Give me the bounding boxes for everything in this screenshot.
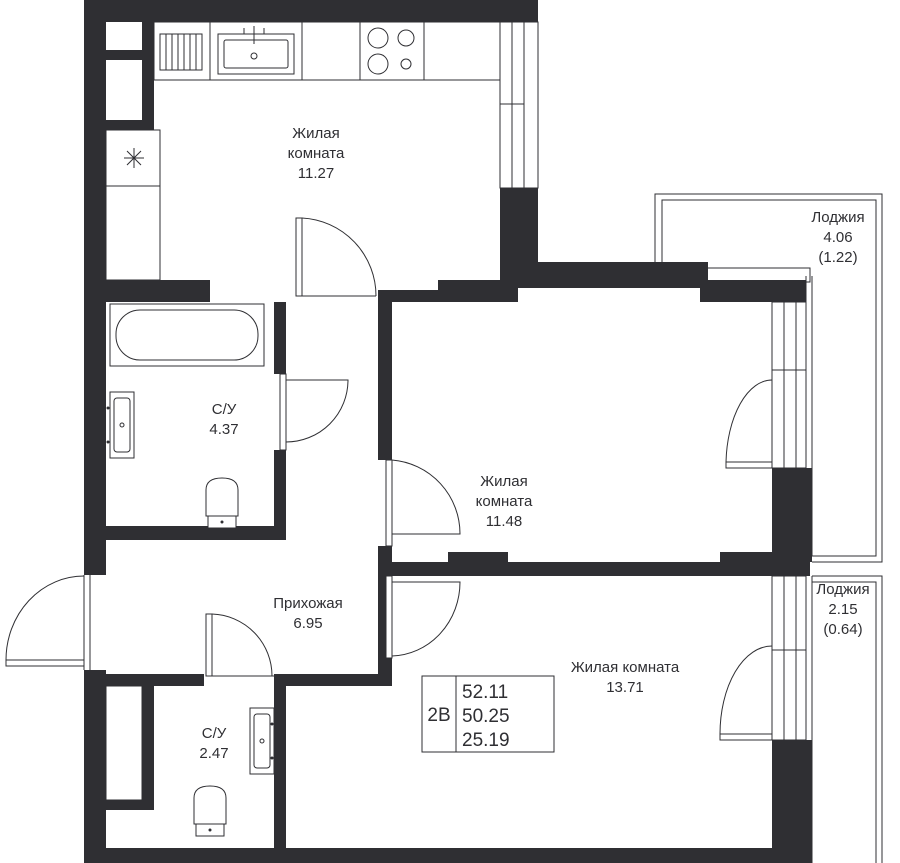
bathroom-sink-icon [106,391,135,459]
apartment-type: 2В [427,705,450,726]
svg-text:(1.22): (1.22) [818,249,857,266]
room-label-living1: Жилая комната 11.27 [288,125,345,182]
kitchen-sink-icon [217,26,295,75]
total-area: 52.11 [462,682,508,703]
door-living3 [385,575,461,659]
svg-text:комната: комната [288,145,345,162]
room-label-loggia2: Лоджия 2.15 (0.64) [816,581,869,638]
svg-text:13.71: 13.71 [606,679,644,696]
svg-text:Жилая комната: Жилая комната [571,659,680,676]
thin-lines [83,21,883,863]
svg-text:комната: комната [476,493,533,510]
fan-icon [124,148,144,168]
room-label-living3: Жилая комната 13.71 [571,659,680,696]
svg-text:Жилая: Жилая [292,125,339,142]
walls [84,0,812,863]
svg-text:11.27: 11.27 [298,165,334,182]
bathtub-icon [109,303,265,367]
svg-text:Прихожая: Прихожая [273,595,343,612]
door-kitchen [295,217,377,297]
toilet-icon [205,477,239,529]
svg-text:2.15: 2.15 [828,601,857,618]
bathroom1-fixtures [106,303,265,529]
svg-text:11.48: 11.48 [486,513,522,530]
kitchen-fixtures [124,26,415,168]
door-bathroom2 [205,613,274,677]
door-loggia2 [719,645,773,741]
door-loggia1 [725,379,773,469]
toilet-icon [193,785,227,837]
svg-text:(0.64): (0.64) [823,621,862,638]
svg-text:4.06: 4.06 [823,229,852,246]
door-entrance [5,575,85,667]
room-label-bathroom1: С/У 4.37 [209,401,238,438]
summary-box: 2В 52.11 50.25 25.19 [421,675,555,753]
room-label-loggia1: Лоджия 4.06 (1.22) [811,209,864,266]
stove-icon [367,27,415,75]
svg-text:Лоджия: Лоджия [811,209,864,226]
doors [5,217,773,741]
svg-text:6.95: 6.95 [293,615,322,632]
area-without-loggia: 50.25 [462,706,510,727]
living-area: 25.19 [462,730,510,751]
bathroom-sink-icon [249,707,275,775]
room-label-living2: Жилая комната 11.48 [476,473,533,530]
room-label-hall: Прихожая 6.95 [273,595,343,632]
door-living2 [385,459,461,547]
room-label-bathroom2: С/У 2.47 [199,725,228,762]
svg-text:С/У: С/У [202,725,227,742]
bathroom2-fixtures [193,707,275,837]
svg-text:С/У: С/У [212,401,237,418]
door-bathroom1 [279,373,349,451]
svg-text:4.37: 4.37 [209,421,238,438]
svg-text:2.47: 2.47 [199,745,228,762]
dish-rack-icon [159,33,203,71]
svg-text:Лоджия: Лоджия [816,581,869,598]
svg-text:Жилая: Жилая [480,473,527,490]
